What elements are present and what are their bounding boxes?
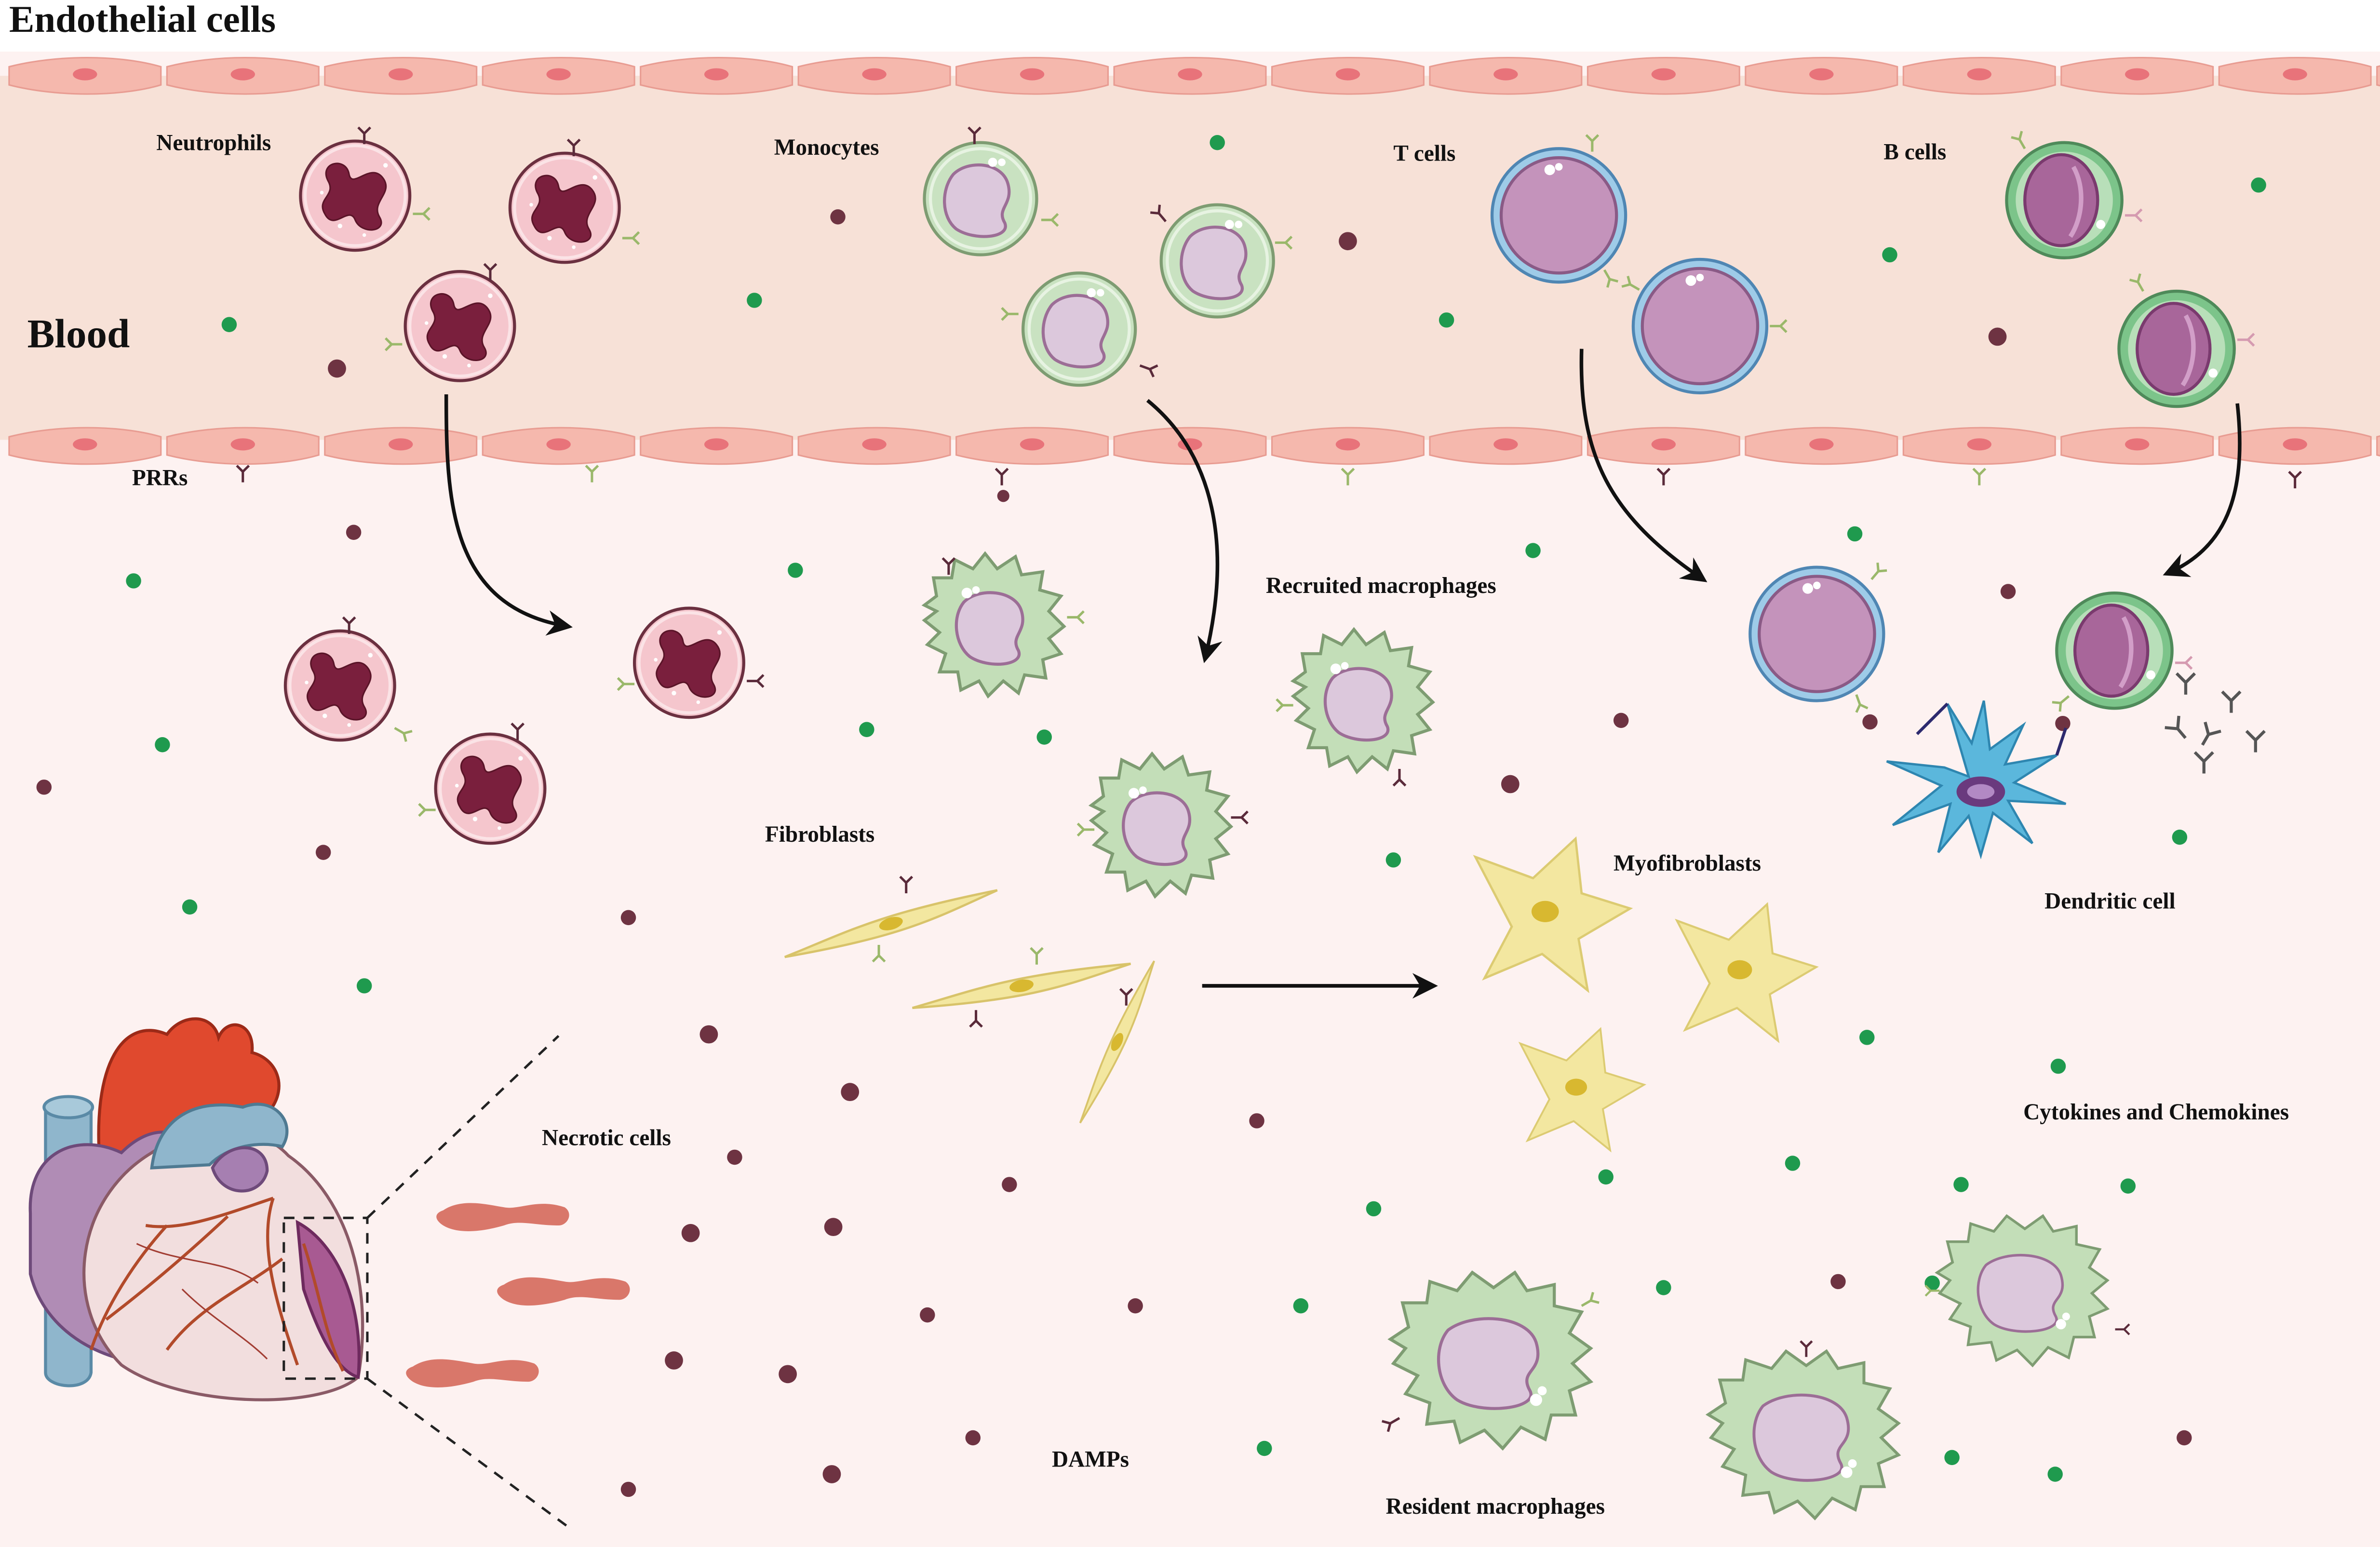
endothelial-nucleus — [862, 68, 887, 81]
heart-illustration — [28, 1017, 364, 1401]
label-damps: DAMPs — [1052, 1447, 1129, 1472]
endothelial-nucleus — [1967, 68, 1991, 81]
prr-receptors — [237, 466, 2301, 502]
endothelial-nucleus — [389, 68, 413, 81]
endothelium-bottom — [8, 427, 2380, 465]
endothelial-nucleus — [389, 438, 413, 451]
label-resident-macrophages: Resident macrophages — [1386, 1494, 1605, 1519]
zoom-indicator — [282, 1035, 572, 1530]
endothelial-nucleus — [704, 68, 729, 81]
endothelial-nucleus — [862, 438, 887, 451]
label-t-cells: T cells — [1393, 141, 1455, 166]
label-blood: Blood — [27, 311, 130, 356]
endothelial-nucleus — [1020, 438, 1045, 451]
endothelial-nucleus — [1335, 438, 1360, 451]
cytokine-dots — [126, 135, 2266, 1482]
label-b-cells: B cells — [1883, 139, 1946, 164]
endothelial-cell — [2376, 65, 2380, 87]
label-neutrophils: Neutrophils — [156, 130, 271, 155]
endothelial-nucleus — [1020, 68, 1045, 81]
label-myofibroblasts: Myofibroblasts — [1614, 851, 1761, 876]
endothelial-nucleus — [230, 68, 255, 81]
endothelial-cell — [2376, 435, 2380, 457]
endothelial-nucleus — [546, 68, 571, 81]
endothelial-nucleus — [704, 438, 729, 451]
endothelial-nucleus — [73, 68, 97, 81]
endothelial-nucleus — [2125, 68, 2150, 81]
label-monocytes: Monocytes — [774, 135, 879, 160]
migration-arrows — [444, 349, 2242, 999]
label-fibroblasts: Fibroblasts — [765, 822, 874, 847]
label-recruited-macrophages: Recruited macrophages — [1266, 573, 1496, 598]
endothelial-nucleus — [2125, 438, 2150, 451]
endothelial-nucleus — [1493, 68, 1518, 81]
endothelial-nucleus — [1493, 438, 1518, 451]
endothelial-nucleus — [1651, 438, 1676, 451]
endothelial-nucleus — [73, 438, 97, 451]
endothelial-nucleus — [546, 438, 571, 451]
endothelial-nucleus — [230, 438, 255, 451]
endothelial-nucleus — [1651, 68, 1676, 81]
label-dendritic-cell: Dendritic cell — [2044, 889, 2175, 914]
label-endothelial-cells: Endothelial cells — [9, 0, 276, 40]
endothelial-nucleus — [1335, 68, 1360, 81]
endothelial-nucleus — [1809, 68, 1834, 81]
dendritic-cell — [1886, 700, 2068, 860]
endothelial-nucleus — [1178, 68, 1202, 81]
label-cytokines-chemokines: Cytokines and Chemokines — [2023, 1100, 2289, 1125]
endothelial-nucleus — [2283, 438, 2307, 451]
endothelium-top — [8, 56, 2380, 95]
label-necrotic-cells: Necrotic cells — [542, 1125, 671, 1150]
endothelial-nucleus — [1967, 438, 1991, 451]
endothelial-nucleus — [2283, 68, 2307, 81]
label-prrs: PRRs — [132, 466, 188, 491]
endothelial-nucleus — [1809, 438, 1834, 451]
damp-dots — [36, 209, 2192, 1497]
